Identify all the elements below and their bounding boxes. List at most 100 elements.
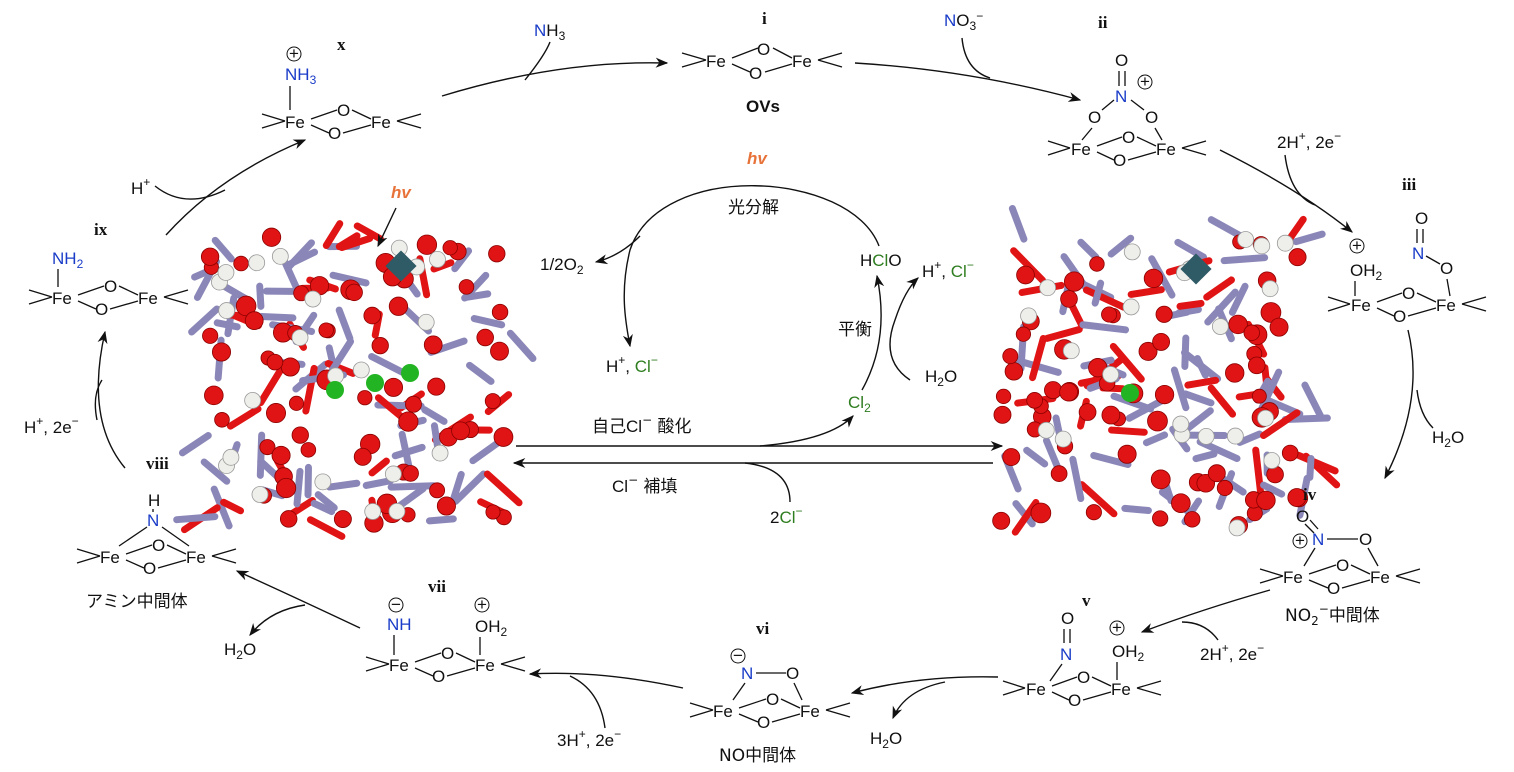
hydrogen-atom bbox=[314, 473, 332, 491]
oxygen-atom bbox=[993, 405, 1012, 424]
species-o2: 1/2O2 bbox=[540, 255, 584, 277]
chlorine-atom bbox=[401, 364, 419, 382]
hydrogen-atom bbox=[251, 486, 269, 503]
chlorine-atom bbox=[1121, 384, 1139, 402]
oxygen-atom bbox=[1247, 356, 1266, 375]
oxygen-atom bbox=[1004, 362, 1024, 381]
svg-text:−: − bbox=[733, 646, 743, 665]
bond-stick bbox=[1023, 446, 1049, 468]
atom-o: O bbox=[1402, 284, 1415, 303]
oxygen-atom bbox=[451, 421, 470, 441]
bond-stick bbox=[1182, 390, 1215, 407]
label-ix: ix bbox=[94, 220, 108, 239]
bond-stick bbox=[1306, 454, 1315, 481]
oxygen-atom bbox=[353, 447, 372, 466]
cluster-left-image bbox=[173, 220, 537, 540]
bond-stick bbox=[1260, 481, 1286, 498]
bond-stick bbox=[1077, 238, 1100, 261]
oxygen-atom bbox=[405, 395, 422, 413]
bond-stick bbox=[1029, 334, 1047, 382]
bond-stick bbox=[1008, 204, 1028, 243]
bond-stick bbox=[1192, 450, 1218, 463]
oxygen-atom bbox=[442, 240, 458, 256]
oxygen-atom bbox=[388, 296, 409, 316]
oxygen-atom bbox=[333, 510, 352, 528]
atom-o: O bbox=[1145, 108, 1158, 127]
oxygen-atom bbox=[318, 322, 334, 338]
atom-o: O bbox=[337, 101, 350, 120]
oxygen-atom bbox=[1150, 469, 1171, 490]
bond-stick bbox=[211, 236, 235, 263]
oxygen-atom bbox=[1030, 502, 1052, 524]
oxygen-atom bbox=[1002, 448, 1021, 467]
bond-stick bbox=[220, 498, 245, 515]
atom-o: O bbox=[1068, 691, 1081, 710]
bond-stick bbox=[1108, 426, 1148, 436]
oxygen-atom bbox=[279, 510, 298, 528]
bond-stick bbox=[226, 405, 262, 430]
species-h-2e: H+, 2e− bbox=[24, 414, 79, 437]
atom-o: O bbox=[432, 667, 445, 686]
atom-fe: Fe bbox=[1026, 680, 1046, 699]
hydrogen-atom bbox=[218, 302, 236, 319]
cluster-right-image bbox=[992, 204, 1341, 537]
atom-o: O bbox=[1077, 668, 1090, 687]
bond-stick bbox=[387, 482, 438, 491]
bond-stick bbox=[338, 234, 374, 251]
oxygen-atom bbox=[484, 393, 501, 410]
oxygen-atom bbox=[280, 357, 300, 377]
oxygen-atom bbox=[1251, 388, 1267, 404]
atom-nh3: NH3 bbox=[285, 65, 317, 87]
bond-stick bbox=[425, 515, 457, 525]
intermediate-vii: vii − NH + OH2 Fe O O Fe bbox=[365, 577, 526, 686]
oxygen-atom bbox=[291, 426, 309, 444]
atom-o: O bbox=[1088, 108, 1101, 127]
atom-fe: Fe bbox=[1351, 296, 1371, 315]
bond-stick bbox=[466, 361, 495, 385]
oxygen-atom bbox=[1026, 392, 1043, 409]
atom-o: O bbox=[1393, 307, 1406, 326]
oxygen-atom bbox=[1216, 479, 1233, 497]
bond-stick bbox=[1193, 355, 1209, 379]
oxygen-atom bbox=[1078, 403, 1097, 421]
atom-fe: Fe bbox=[371, 113, 391, 132]
dopant-atom bbox=[385, 250, 417, 282]
bond-stick bbox=[257, 363, 286, 407]
atom-n: N bbox=[741, 664, 753, 683]
hydrogen-atom bbox=[1276, 234, 1294, 252]
hydrogen-atom bbox=[429, 251, 446, 268]
species-h2o-c: H2O bbox=[224, 640, 256, 662]
oxygen-atom bbox=[211, 342, 232, 362]
atom-h: H bbox=[148, 491, 160, 510]
bond-stick bbox=[1079, 321, 1130, 334]
hv-center: hv bbox=[747, 149, 768, 168]
bond-stick bbox=[483, 470, 523, 507]
atom-fe: Fe bbox=[1436, 296, 1456, 315]
intermediate-vi: vi − N O Fe O O Fe NO中間体 bbox=[689, 619, 851, 766]
intermediate-viii: viii H N Fe O O Fe アミン中間体 bbox=[76, 454, 237, 612]
hydrogen-atom bbox=[1020, 307, 1037, 325]
hydrogen-atom bbox=[384, 465, 402, 483]
label-i: i bbox=[762, 9, 767, 28]
atom-o: O bbox=[95, 300, 108, 319]
hydrogen-atom bbox=[244, 391, 262, 409]
hydrogen-atom bbox=[1172, 415, 1190, 433]
oxygen-atom bbox=[1225, 363, 1245, 383]
label-vii: vii bbox=[428, 577, 446, 596]
atom-fe: Fe bbox=[792, 52, 812, 71]
species-no3: NO3− bbox=[944, 9, 983, 33]
hydrogen-atom bbox=[1253, 237, 1271, 255]
atom-fe: Fe bbox=[1111, 680, 1131, 699]
oxygen-atom bbox=[493, 427, 514, 447]
oxygen-atom bbox=[266, 353, 284, 371]
oxygen-atom bbox=[1228, 314, 1248, 335]
hydrogen-atom bbox=[304, 290, 322, 308]
oxygen-atom bbox=[363, 306, 382, 325]
oxygen-atom bbox=[476, 328, 494, 347]
bond-stick bbox=[1301, 381, 1325, 421]
oxygen-atom bbox=[259, 439, 276, 456]
bond-stick bbox=[173, 513, 219, 524]
oxygen-atom bbox=[1085, 504, 1102, 521]
intermediate-ii: ii O N + O O Fe O O Fe bbox=[1047, 13, 1207, 170]
bond-stick bbox=[1010, 247, 1047, 284]
